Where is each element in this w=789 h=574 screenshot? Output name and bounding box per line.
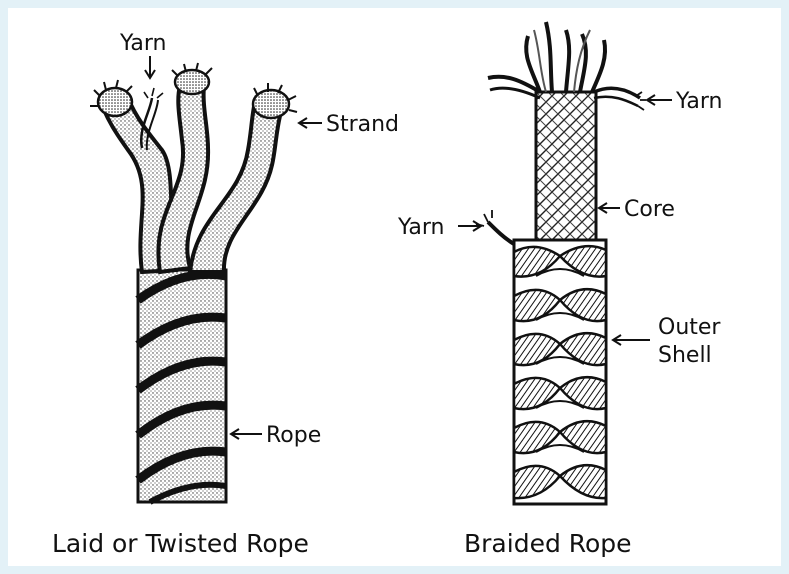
laid-rope-strands (104, 86, 282, 272)
label-outer-shell-line2: Shell (658, 343, 712, 368)
caption-braided-rope: Braided Rope (464, 529, 632, 558)
label-strand: Strand (326, 112, 399, 137)
label-outer-shell-line1: Outer (658, 315, 721, 340)
label-yarn-laid: Yarn (119, 31, 167, 56)
laid-rope-body (138, 270, 226, 502)
braided-rope-core (488, 22, 646, 240)
label-yarn-braided-top: Yarn (675, 89, 723, 114)
label-rope: Rope (266, 423, 321, 448)
label-core: Core (624, 197, 675, 222)
braided-rope-illustration (458, 22, 672, 504)
braided-rope-outer-shell (476, 210, 606, 504)
label-yarn-braided-side: Yarn (397, 215, 445, 240)
caption-laid-rope: Laid or Twisted Rope (52, 529, 309, 558)
